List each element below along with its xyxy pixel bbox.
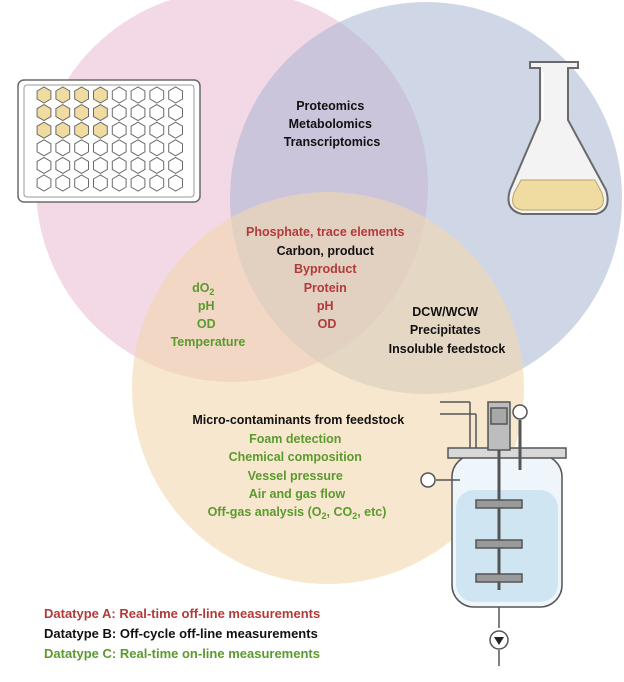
bottom-label-foam-detection: Foam detection bbox=[249, 432, 341, 446]
right-label-precipitates: Precipitates bbox=[410, 323, 481, 337]
well bbox=[168, 86, 183, 104]
center-label-od: OD bbox=[318, 317, 337, 331]
well bbox=[93, 86, 108, 104]
well bbox=[130, 139, 146, 157]
legend-datatype-b: Datatype B: Off-cycle off-line measureme… bbox=[44, 626, 318, 641]
offgas-sub-2: 2 bbox=[352, 511, 357, 521]
right-label-insoluble-feedstock: Insoluble feedstock bbox=[389, 342, 506, 356]
well bbox=[130, 174, 146, 192]
offgas-part-b: , CO bbox=[327, 505, 353, 519]
well bbox=[130, 104, 146, 122]
top-label-proteomics: Proteomics bbox=[296, 99, 364, 113]
center-label-ph: pH bbox=[317, 299, 334, 313]
well bbox=[55, 174, 71, 192]
well bbox=[36, 121, 52, 139]
offgas-part-c: , etc) bbox=[357, 505, 386, 519]
left-label-ph: pH bbox=[198, 299, 215, 313]
well bbox=[168, 139, 183, 157]
well bbox=[74, 139, 89, 157]
top-label-metabolomics: Metabolomics bbox=[289, 117, 372, 131]
well bbox=[111, 121, 127, 139]
well-plate-icon bbox=[17, 79, 201, 203]
well bbox=[130, 86, 146, 104]
well bbox=[149, 156, 165, 174]
well bbox=[111, 86, 127, 104]
well bbox=[111, 156, 127, 174]
well bbox=[74, 104, 89, 122]
well bbox=[93, 139, 108, 157]
svg-text:Proteomics Metabolomics: Proteomics Metabolomics Transcriptomics bbox=[284, 99, 381, 149]
bottom-label-off-gas-analysis: Off-gas analysis (O2, CO2, etc) bbox=[208, 505, 387, 521]
well bbox=[36, 104, 52, 122]
well bbox=[168, 104, 183, 122]
well bbox=[149, 86, 165, 104]
well bbox=[149, 174, 165, 192]
center-label-protein: Protein bbox=[304, 281, 347, 295]
well bbox=[93, 104, 108, 122]
bottom-label-vessel-pressure: Vessel pressure bbox=[248, 469, 343, 483]
well bbox=[130, 156, 146, 174]
well bbox=[55, 104, 71, 122]
offgas-part-a: Off-gas analysis (O bbox=[208, 505, 322, 519]
well bbox=[149, 139, 165, 157]
well bbox=[111, 139, 127, 157]
svg-text:Phosphate, trace elements: Phosphate, trace elements Carbon, produc… bbox=[246, 225, 408, 331]
bottom-label-air-gas-flow: Air and gas flow bbox=[249, 487, 346, 501]
well bbox=[36, 174, 52, 192]
well bbox=[74, 121, 89, 139]
well bbox=[36, 139, 52, 157]
offgas-sub-1: 2 bbox=[322, 511, 327, 521]
well bbox=[36, 86, 52, 104]
well bbox=[55, 139, 71, 157]
well bbox=[36, 156, 52, 174]
bottom-label-micro-contaminants: Micro-contaminants from feedstock bbox=[192, 413, 404, 427]
center-label-byproduct: Byproduct bbox=[294, 262, 357, 276]
well bbox=[74, 156, 89, 174]
bottom-label-chemical-composition: Chemical composition bbox=[229, 450, 362, 464]
svg-text:dO2 pH OD Temperat: dO2 pH OD Temperature bbox=[171, 281, 246, 349]
bioreactor-icon bbox=[420, 401, 567, 666]
center-label-phosphate: Phosphate, trace elements bbox=[246, 225, 404, 239]
svg-text:Micro-contaminants from feedst: Micro-contaminants from feedstock Foam d… bbox=[192, 413, 407, 501]
left-label-do2-subscript: 2 bbox=[209, 287, 214, 297]
well bbox=[55, 121, 71, 139]
well bbox=[55, 156, 71, 174]
legend-datatype-a: Datatype A: Real-time off-line measureme… bbox=[44, 606, 321, 621]
well bbox=[74, 86, 89, 104]
well bbox=[168, 156, 183, 174]
left-label-do2: dO bbox=[192, 281, 210, 295]
left-label-od: OD bbox=[197, 317, 216, 331]
well bbox=[111, 104, 127, 122]
well bbox=[74, 174, 89, 192]
right-label-dcw-wcw: DCW/WCW bbox=[412, 305, 478, 319]
well bbox=[93, 156, 108, 174]
well bbox=[149, 121, 165, 139]
shake-flask-icon bbox=[507, 61, 609, 215]
well bbox=[168, 121, 183, 139]
svg-text:DCW/WCW Precipitates I: DCW/WCW Precipitates Insoluble feedstock bbox=[389, 305, 506, 356]
top-label-transcriptomics: Transcriptomics bbox=[284, 135, 381, 149]
left-label-temperature: Temperature bbox=[171, 335, 246, 349]
well bbox=[149, 104, 165, 122]
legend-datatype-c: Datatype C: Real-time on-line measuremen… bbox=[44, 646, 320, 661]
well bbox=[93, 174, 108, 192]
well bbox=[130, 121, 146, 139]
well bbox=[168, 174, 183, 192]
well bbox=[55, 86, 71, 104]
center-label-carbon-product: Carbon, product bbox=[277, 244, 375, 258]
well bbox=[93, 121, 108, 139]
well bbox=[111, 174, 127, 192]
